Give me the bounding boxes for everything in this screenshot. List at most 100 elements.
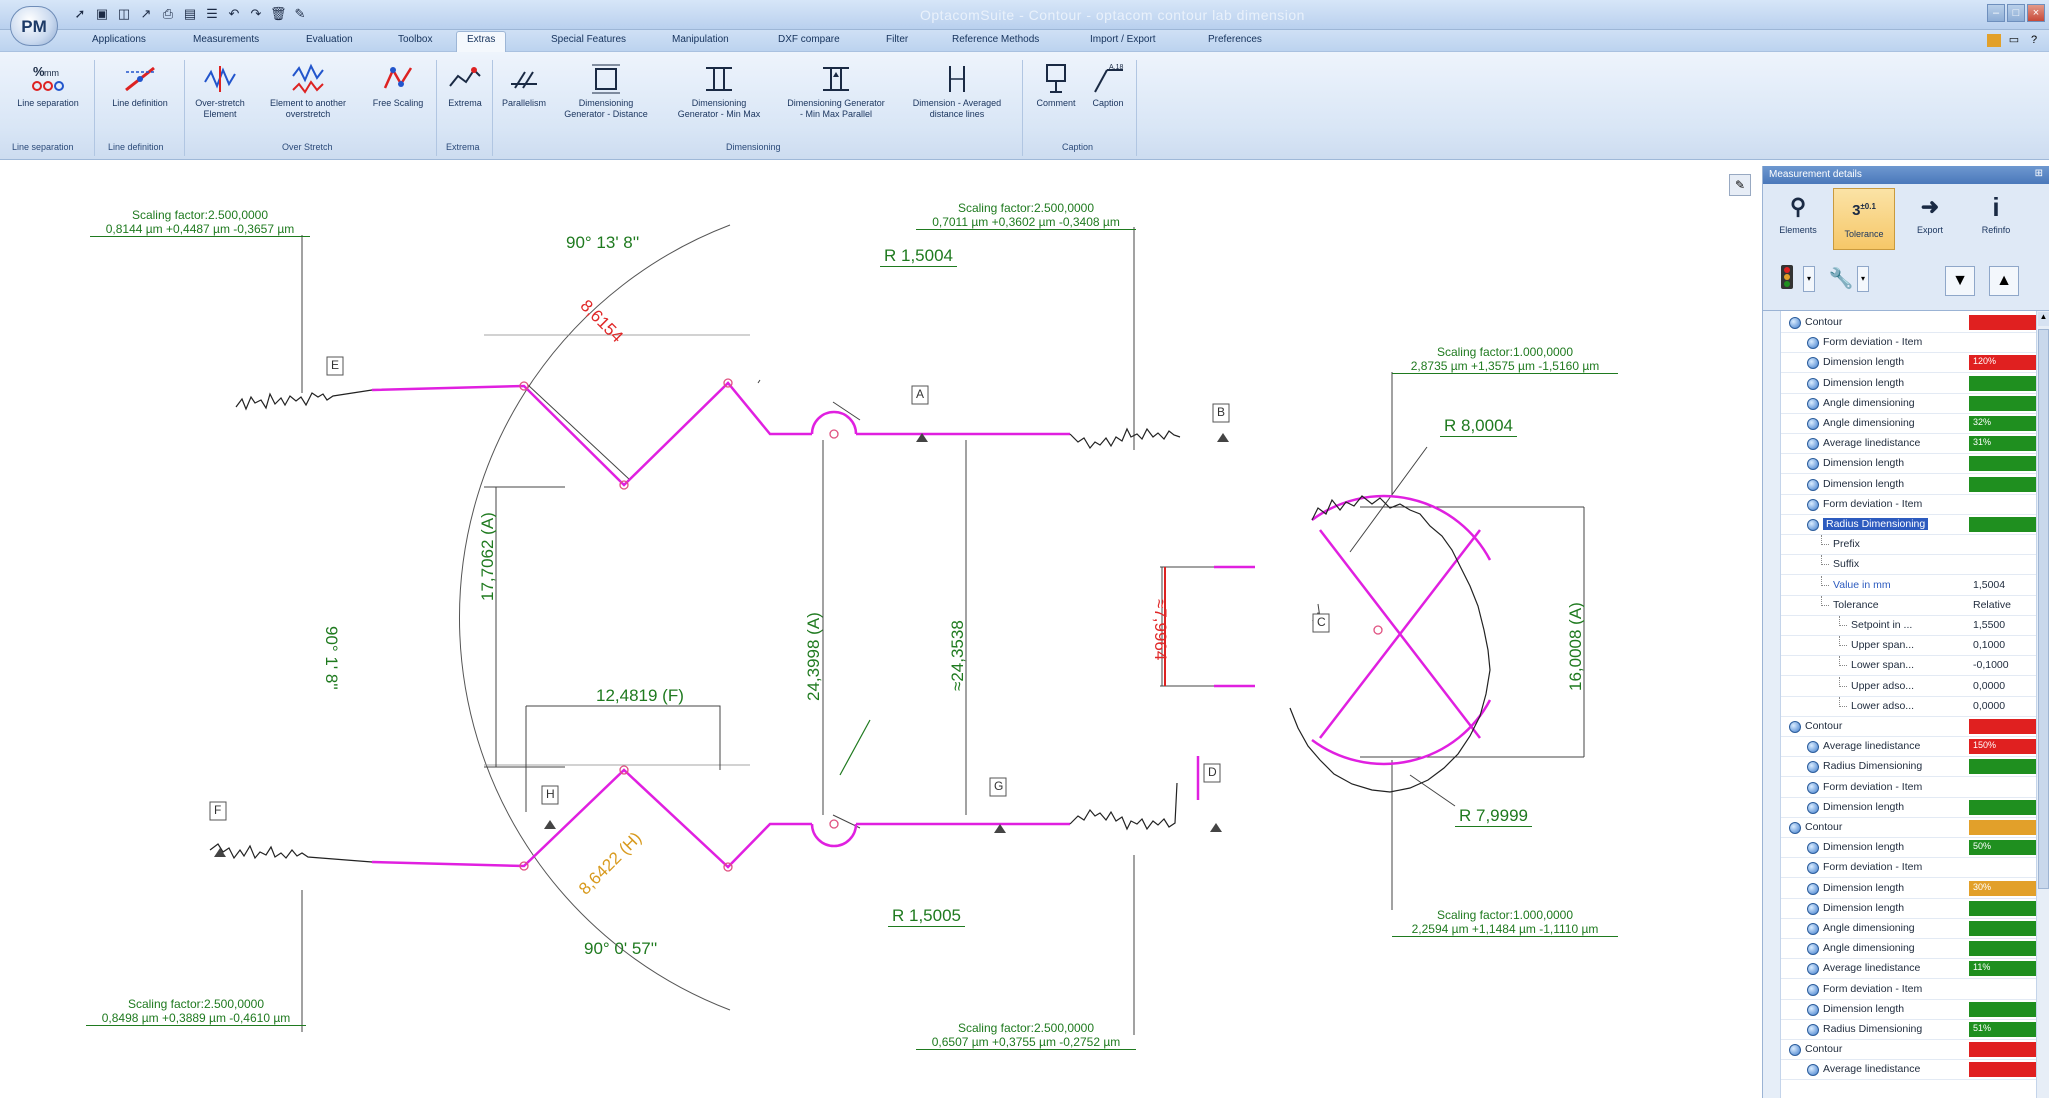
tab-extras[interactable]: Extras (456, 31, 507, 52)
tab-filter[interactable]: Filter (886, 34, 909, 45)
close-icon[interactable]: × (2027, 4, 2045, 22)
move-down-button[interactable]: ▼ (1945, 266, 1975, 296)
chevron-down-icon[interactable]: ▾ (1803, 266, 1815, 292)
tree-group-row[interactable]: Contour (1781, 1040, 2039, 1061)
tree-row-value[interactable]: 0,1000 (1973, 639, 2006, 652)
window-icon[interactable]: ▭ (2008, 34, 2020, 46)
tree-group-row[interactable]: Contour (1781, 818, 2039, 838)
tab-toolbox[interactable]: Toolbox (398, 34, 433, 45)
save-icon[interactable]: ▣ (95, 6, 109, 21)
tolerance-button[interactable]: 3±0.1 Tolerance (1833, 188, 1895, 250)
tab-import-export[interactable]: Import / Export (1090, 34, 1156, 45)
tree-row[interactable]: Dimension length (1781, 475, 2039, 495)
minimize-icon[interactable]: – (1987, 4, 2005, 22)
tree-row[interactable]: Form deviation - Item (1781, 495, 2036, 515)
print-icon[interactable]: ⎙ (162, 6, 174, 21)
drawing-canvas[interactable]: E A B C D F G H Scaling factor:2.500,000… (0, 161, 1760, 1098)
help-icon[interactable]: ? (2030, 34, 2038, 46)
free-scaling-button[interactable]: Free Scaling (366, 62, 430, 109)
tree-row[interactable]: Upper span...0,1000 (1781, 636, 2036, 657)
brush-icon[interactable]: ✎ (294, 6, 306, 21)
tree-row[interactable]: Form deviation - Item (1781, 333, 2036, 354)
tree-row-value[interactable]: -0,1000 (1973, 659, 2009, 672)
wrench-dropdown[interactable]: 🔧 ▾ (1827, 264, 1869, 294)
tree-row[interactable]: Lower span...-0,1000 (1781, 656, 2036, 677)
tree-row[interactable]: Dimension length (1781, 374, 2039, 394)
tree-group-row[interactable]: Contour (1781, 313, 2039, 333)
tree-row[interactable]: Form deviation - Item (1781, 778, 2036, 798)
line-definition-button[interactable]: Line definition (98, 62, 182, 109)
dimensioning-generator-minmax-parallel-button[interactable]: Dimensioning Generator- Min Max Parallel (776, 62, 896, 120)
tree-row[interactable]: Dimension length (1781, 1000, 2039, 1020)
tree-row[interactable]: Form deviation - Item (1781, 980, 2036, 1000)
pin-icon[interactable]: ⊞ (2034, 168, 2043, 179)
tree-row-value[interactable]: 0,0000 (1973, 679, 2006, 692)
contour-drawing[interactable] (0, 161, 1760, 1098)
scroll-thumb[interactable] (2038, 329, 2049, 889)
comment-button[interactable]: Comment (1030, 62, 1082, 109)
tree-row[interactable]: Angle dimensioning (1781, 394, 2039, 414)
tab-reference-methods[interactable]: Reference Methods (952, 34, 1040, 45)
tab-manipulation[interactable]: Manipulation (672, 34, 729, 45)
scroll-up-icon[interactable]: ▲ (2038, 312, 2049, 326)
pointer-icon[interactable]: ➚ (74, 6, 86, 21)
tab-preferences[interactable]: Preferences (1208, 34, 1262, 45)
tab-evaluation[interactable]: Evaluation (306, 34, 353, 45)
tree-row[interactable]: Radius Dimensioning (1781, 515, 2039, 535)
list-icon[interactable]: ☰ (206, 6, 218, 21)
traffic-light-dropdown[interactable]: ▾ (1773, 264, 1815, 294)
tree-row[interactable]: Angle dimensioning (1781, 939, 2039, 960)
maximize-icon[interactable]: □ (2007, 4, 2025, 22)
tree-row-value[interactable]: 1,5500 (1973, 619, 2006, 631)
tree-row[interactable]: Setpoint in ...1,5500 (1781, 616, 2036, 636)
tab-measurements[interactable]: Measurements (193, 34, 260, 45)
tree-row[interactable]: Dimension length (1781, 454, 2039, 475)
tree-row[interactable]: Dimension length (1781, 899, 2039, 919)
tree-row[interactable]: Suffix (1781, 555, 2036, 576)
tree-row[interactable]: Form deviation - Item (1781, 858, 2036, 879)
parallelism-button[interactable]: Parallelism (496, 62, 552, 109)
tree-row[interactable]: Prefix (1781, 535, 2036, 556)
disk-icon[interactable]: ◫ (117, 6, 131, 21)
tree-row[interactable]: Average linedistance (1781, 1060, 2039, 1081)
refinfo-button[interactable]: i Refinfo (1965, 188, 2027, 250)
elements-button[interactable]: ⚲ Elements (1767, 188, 1829, 250)
app-logo-button[interactable]: PM (10, 6, 58, 46)
tree-row[interactable]: Angle dimensioning (1781, 919, 2039, 939)
tree-group-row[interactable]: Contour (1781, 717, 2039, 737)
tab-applications[interactable]: Applications (92, 34, 146, 45)
layout-icon[interactable]: ▤ (183, 6, 197, 21)
trash-icon[interactable]: 🗑 (270, 6, 287, 21)
line-separation-button[interactable]: % mm Line separation (6, 62, 90, 109)
chevron-down-icon[interactable]: ▾ (1857, 266, 1869, 292)
tree-row-value[interactable]: 1,5004 (1973, 578, 2006, 591)
color-swatch-icon[interactable] (1987, 34, 2001, 47)
export-button[interactable]: ➜ Export (1899, 188, 1961, 250)
tree-row[interactable]: Radius Dimensioning (1781, 757, 2039, 778)
tree-row[interactable]: Lower adso...0,0000 (1781, 696, 2036, 717)
tab-dxf-compare[interactable]: DXF compare (778, 34, 840, 45)
canvas-settings-icon[interactable]: ✎ (1729, 174, 1751, 196)
undo-icon[interactable]: ↶ (228, 6, 240, 21)
tree-row-value[interactable]: Relative (1973, 598, 2011, 611)
tree-scrollbar[interactable]: ▲ (2036, 311, 2049, 1098)
chart-icon[interactable]: ↗ (140, 6, 152, 21)
tree-row[interactable]: Upper adso...0,0000 (1781, 676, 2036, 697)
tab-special-features[interactable]: Special Features (551, 34, 627, 45)
move-up-button[interactable]: ▲ (1989, 266, 2019, 296)
extrema-button[interactable]: Extrema (440, 62, 490, 109)
